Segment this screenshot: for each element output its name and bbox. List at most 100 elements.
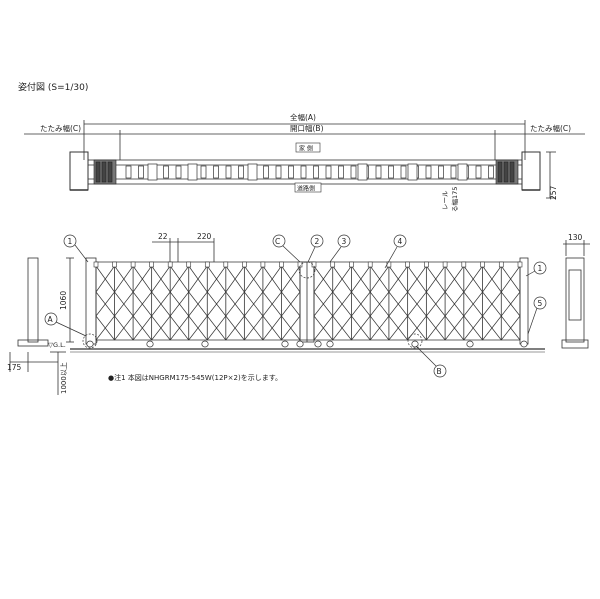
lattice-bar — [281, 315, 301, 341]
lattice-bar — [95, 265, 115, 293]
lattice-bar — [262, 315, 282, 341]
svg-text:2: 2 — [315, 237, 320, 246]
lattice-bar — [206, 291, 227, 317]
lattice-bar — [188, 291, 208, 317]
lattice-bar — [151, 315, 171, 341]
callout-3 — [337, 234, 351, 248]
lattice-bar — [407, 315, 427, 341]
plan-slat — [213, 165, 219, 179]
lattice-bar — [132, 291, 152, 317]
plan-slat — [400, 165, 407, 179]
plan-slat — [163, 165, 169, 179]
plan-slat — [288, 165, 294, 179]
slat-cap — [349, 261, 354, 268]
road-label-box — [294, 182, 322, 193]
plan-slat — [125, 165, 132, 179]
lattice-bar — [426, 291, 446, 317]
slat-cap — [330, 261, 336, 268]
plan-view — [24, 120, 585, 199]
lattice-bar — [407, 265, 427, 293]
callout-1-right — [533, 261, 547, 275]
lattice-bar — [244, 315, 264, 341]
caster-wheel — [86, 340, 94, 348]
plan-hinge — [247, 163, 258, 181]
slat-cap — [405, 261, 410, 268]
lattice-bar — [132, 315, 152, 341]
drawing-title: 姿付図 (S=1/30) — [18, 81, 88, 93]
svg-text:1: 1 — [538, 264, 543, 273]
slat-cap — [461, 261, 467, 268]
lattice-bar — [188, 315, 208, 341]
lattice-bar — [169, 265, 190, 293]
slat-cap — [498, 261, 504, 268]
callout-5 — [533, 296, 547, 310]
lattice-bar — [388, 315, 408, 341]
plan-slat — [200, 165, 207, 179]
lattice-bar — [313, 265, 334, 293]
caster-wheel — [146, 340, 154, 348]
side-width-dim: 130 — [568, 233, 583, 242]
lattice-bar — [482, 265, 502, 293]
lattice-bar — [114, 291, 134, 317]
plan-slat — [375, 165, 382, 179]
slat-cap — [386, 261, 392, 268]
lattice-bar — [426, 315, 446, 341]
slat-cap — [442, 261, 448, 268]
slat-cap — [424, 261, 429, 268]
caster-wheel — [411, 340, 419, 348]
caster-wheel — [281, 340, 289, 348]
lattice-bar — [169, 315, 190, 341]
dim-220: 220 — [197, 232, 212, 241]
gate-slats — [93, 261, 523, 340]
callout-1-left — [63, 234, 77, 248]
lattice-bar — [262, 291, 282, 317]
lattice-bar — [313, 315, 334, 341]
height-dim-1060: 1060 — [59, 291, 68, 310]
opening-width-label: 開口幅(B) — [290, 123, 324, 133]
gate-casters — [86, 340, 528, 348]
lattice-bar — [463, 291, 483, 317]
plan-fold-stacks — [93, 159, 519, 185]
svg-text:B: B — [437, 367, 442, 376]
lattice-bar — [206, 315, 227, 341]
plan-slat — [300, 165, 307, 179]
base-dim-175: 175 — [7, 363, 22, 372]
callout-a — [44, 312, 58, 326]
lattice-bar — [225, 315, 245, 341]
drawing-note: ●注1 本図はNHGRM175-545W(12P×2)を示します。 — [108, 373, 282, 382]
plan-slat — [475, 165, 482, 179]
caster-wheel — [326, 340, 334, 348]
slat-cap — [186, 261, 192, 268]
caster-wheel — [520, 340, 528, 348]
slat-cap — [223, 261, 229, 268]
plan-slat — [313, 165, 319, 179]
plan-slat — [338, 165, 344, 179]
plan-hinge — [407, 163, 418, 181]
slat-cap — [517, 261, 523, 268]
lattice-bar — [114, 265, 134, 293]
slat-cap — [167, 261, 173, 268]
lattice-bar — [332, 291, 352, 317]
plan-depth-dim: 257 — [549, 185, 558, 200]
lattice-bar — [369, 265, 390, 293]
callout-labels: 1 C 2 3 4 1 5 A B — [48, 237, 543, 376]
lattice-bar — [500, 291, 521, 317]
plan-hinge — [147, 163, 158, 181]
plan-slat — [450, 165, 457, 179]
lattice-bar — [388, 291, 408, 317]
lattice-bar — [281, 265, 301, 293]
full-width-label: 全幅(A) — [290, 112, 316, 122]
svg-text:3: 3 — [342, 237, 347, 246]
plan-slat — [263, 165, 269, 179]
fold-width-left-label: たたみ幅(C) — [40, 123, 81, 133]
lattice-bar — [281, 291, 301, 317]
lattice-bar — [426, 265, 446, 293]
lattice-bar — [369, 291, 390, 317]
slat-cap — [480, 261, 485, 268]
plan-slat — [225, 165, 232, 179]
plan-slat — [438, 165, 444, 179]
lattice-bar — [351, 291, 371, 317]
gate-lattice — [95, 265, 521, 341]
lattice-bar — [482, 315, 502, 341]
